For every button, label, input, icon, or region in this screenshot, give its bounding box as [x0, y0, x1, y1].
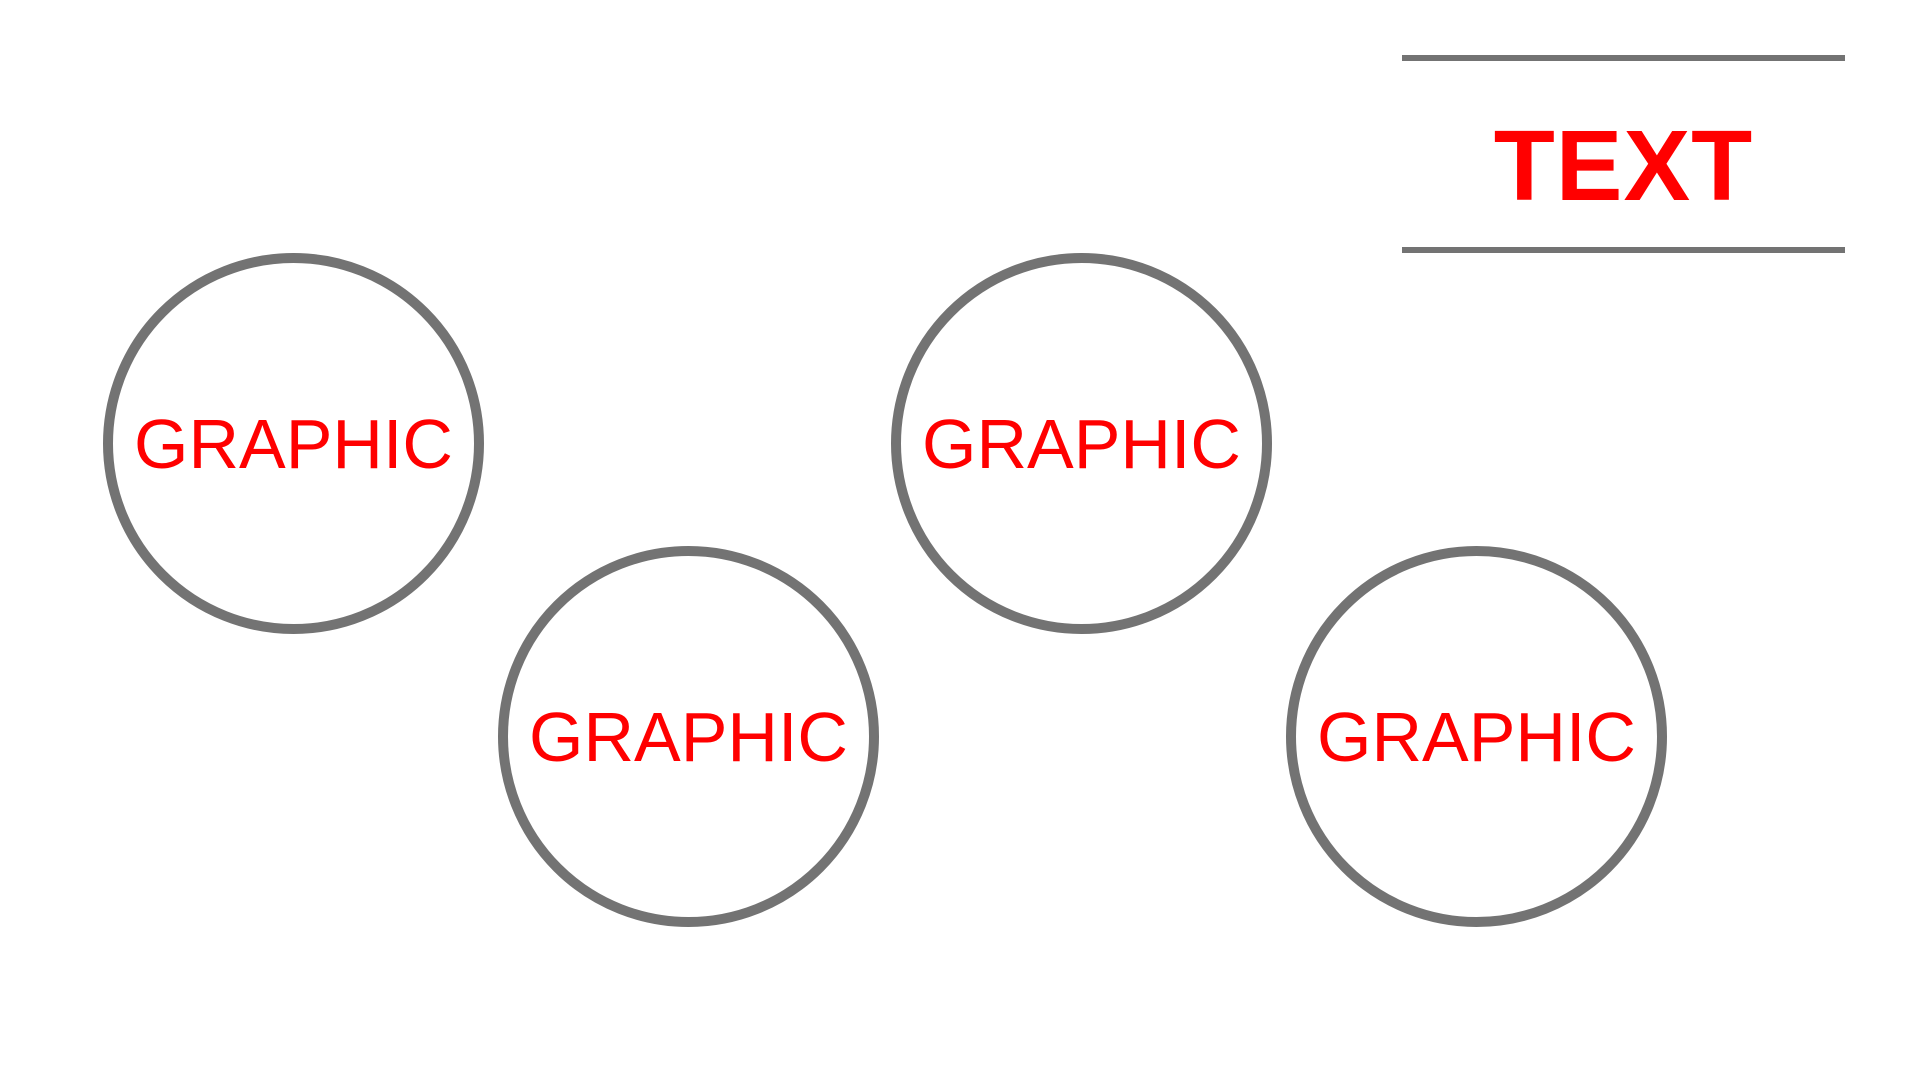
graphic-label: GRAPHIC — [1317, 697, 1636, 776]
graphic-circle-2: GRAPHIC — [498, 546, 879, 927]
title-top-rule — [1402, 55, 1845, 61]
title-text: TEXT — [1493, 110, 1754, 222]
title-bottom-rule — [1402, 247, 1845, 253]
graphic-label: GRAPHIC — [922, 404, 1241, 483]
graphic-circle-3: GRAPHIC — [891, 253, 1272, 634]
graphic-circle-1: GRAPHIC — [103, 253, 484, 634]
graphic-label: GRAPHIC — [134, 404, 453, 483]
graphic-label: GRAPHIC — [529, 697, 848, 776]
graphic-circle-4: GRAPHIC — [1286, 546, 1667, 927]
